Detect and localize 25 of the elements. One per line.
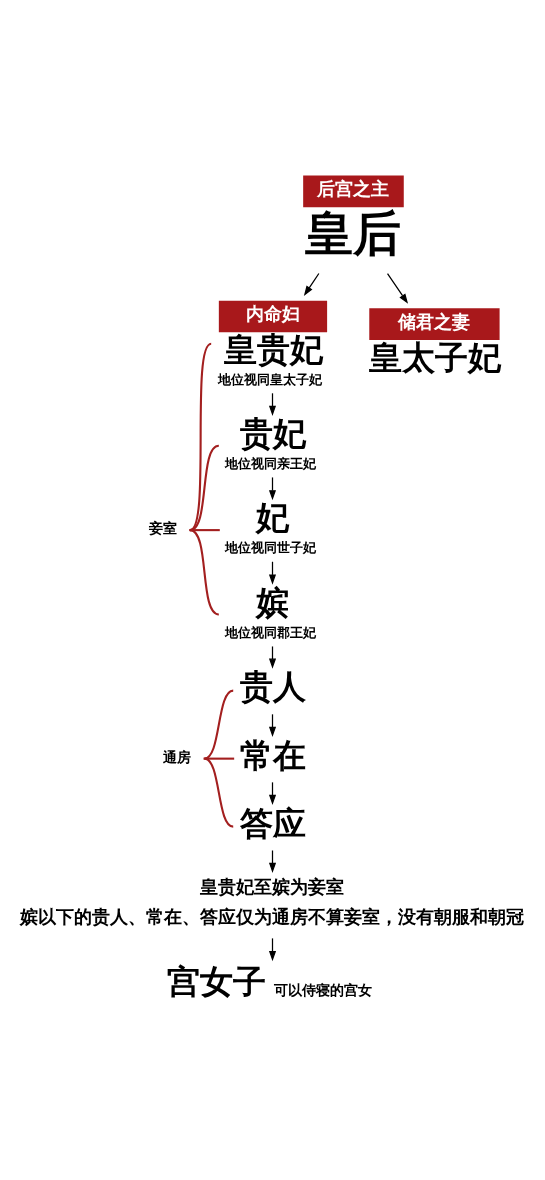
node-text: 贵人: [239, 668, 306, 707]
node-text: 嫔 地位视同郡王妃: [224, 583, 316, 640]
connector: [189, 529, 220, 616]
node-text: 妃 地位视同世子妃: [224, 499, 316, 556]
node-box: 后宫之主: [303, 175, 404, 208]
node-text: 通房: [163, 748, 192, 765]
node-text: 宫女子: [167, 962, 267, 1001]
node-label: 皇太子妃: [369, 338, 502, 377]
connector: [204, 757, 234, 828]
node-label: 皇贵妃: [224, 331, 324, 370]
connector: [189, 529, 220, 532]
connector: [189, 444, 220, 532]
node-label: 地位视同皇太子妃: [217, 372, 322, 388]
connector: [204, 689, 234, 760]
arrow: [386, 272, 409, 304]
node-label: 皇后: [305, 206, 402, 262]
node-text: 常在: [239, 736, 306, 775]
node-label: 可以侍寝的宫女: [274, 982, 373, 999]
node-box: 储君之妻: [369, 308, 500, 340]
node-text: 皇贵妃至嫔为妾室 嫔以下的贵人、常在、答应仅为通房不算妾室，没有朝服和朝冠: [20, 876, 525, 928]
node-text: 答应: [239, 804, 306, 843]
node-box: 内命妇: [218, 300, 328, 333]
node-text: 妾室: [148, 519, 177, 536]
arrow: [303, 272, 320, 296]
node-text: 贵妃 地位视同亲王妃: [224, 415, 316, 472]
